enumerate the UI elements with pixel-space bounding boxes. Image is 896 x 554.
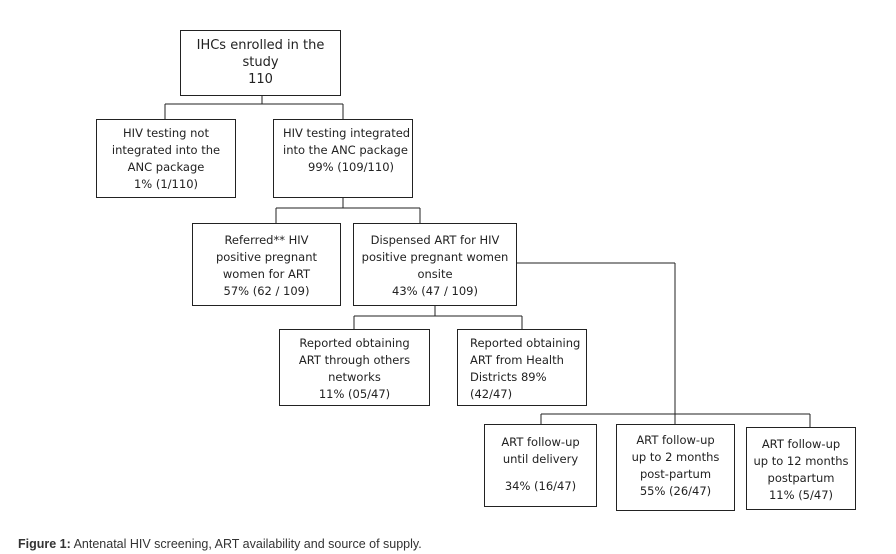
integrated-value: 99% (109/110)	[308, 160, 394, 174]
followup-12m-text: ART follow-up up to 12 months postpartum…	[753, 437, 849, 502]
dispensed-box: Dispensed ART for HIV positive pregnant …	[353, 223, 517, 306]
followup-2m-text: ART follow-up up to 2 months post-partum…	[631, 433, 720, 498]
followup-delivery-label: ART follow-up until delivery	[501, 435, 580, 466]
health-districts-text: Reported obtaining ART from Health Distr…	[470, 336, 581, 401]
figure-caption: Figure 1: Antenatal HIV screening, ART a…	[18, 537, 422, 551]
followup-delivery-box: ART follow-up until delivery 34% (16/47)	[484, 424, 597, 507]
other-networks-text: Reported obtaining ART through others ne…	[298, 336, 411, 401]
followup-2m-box: ART follow-up up to 2 months post-partum…	[616, 424, 735, 511]
integrated-label: HIV testing integrated into the ANC pack…	[283, 126, 411, 157]
referred-box: Referred** HIV positive pregnant women f…	[192, 223, 341, 306]
caption-text: Antenatal HIV screening, ART availabilit…	[70, 537, 422, 551]
not-integrated-box: HIV testing not integrated into the ANC …	[96, 119, 236, 198]
enrolled-box: IHCs enrolled in the study 110	[180, 30, 341, 96]
caption-prefix: Figure 1:	[18, 537, 71, 551]
integrated-box: HIV testing integrated into the ANC pack…	[273, 119, 413, 198]
referred-text: Referred** HIV positive pregnant women f…	[215, 233, 318, 298]
followup-delivery-value: 34% (16/47)	[504, 479, 577, 493]
enrolled-text: IHCs enrolled in the study 110	[196, 38, 325, 87]
health-districts-box: Reported obtaining ART from Health Distr…	[457, 329, 587, 406]
other-networks-box: Reported obtaining ART through others ne…	[279, 329, 430, 406]
dispensed-text: Dispensed ART for HIV positive pregnant …	[361, 233, 509, 298]
not-integrated-text: HIV testing not integrated into the ANC …	[111, 126, 221, 191]
followup-12m-box: ART follow-up up to 12 months postpartum…	[746, 427, 856, 510]
